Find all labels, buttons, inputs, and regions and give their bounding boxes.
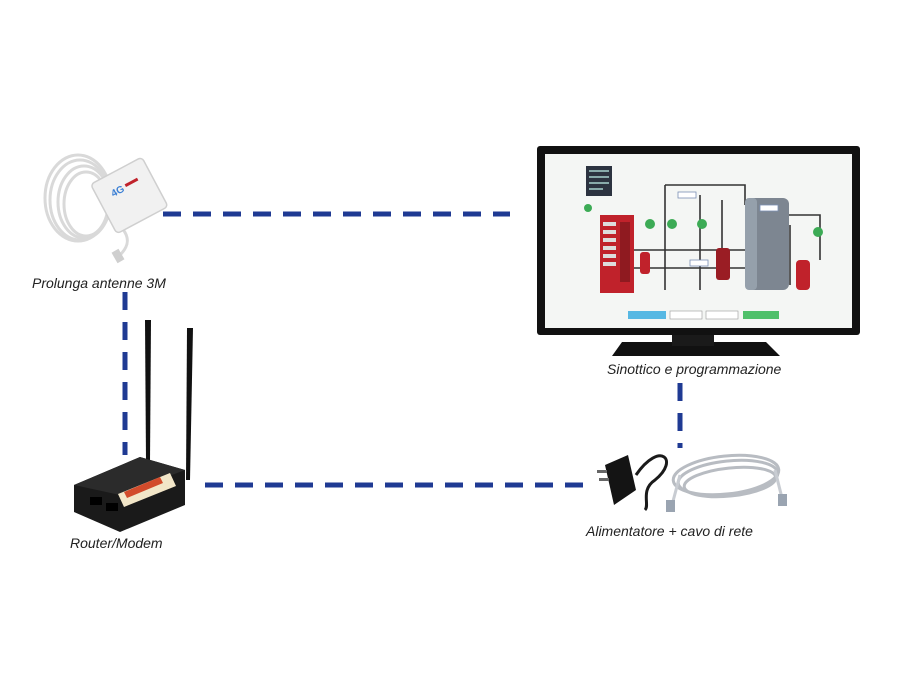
power-adapter-icon [597,454,668,512]
antenna-caption: Prolunga antenne 3M [32,275,166,291]
rj45-plug-right [778,494,787,506]
tv-monitor-icon [537,146,860,356]
antenna-icon: 4G [43,153,168,264]
router-icon [74,320,193,532]
power-caption: Alimentatore + cavo di rete [586,523,753,539]
connection-lines [122,211,683,488]
network-cable-icon [670,453,784,506]
router-caption: Router/Modem [70,535,163,551]
tv-caption: Sinottico e programmazione [607,361,782,377]
rj45-plug-left [666,500,675,512]
